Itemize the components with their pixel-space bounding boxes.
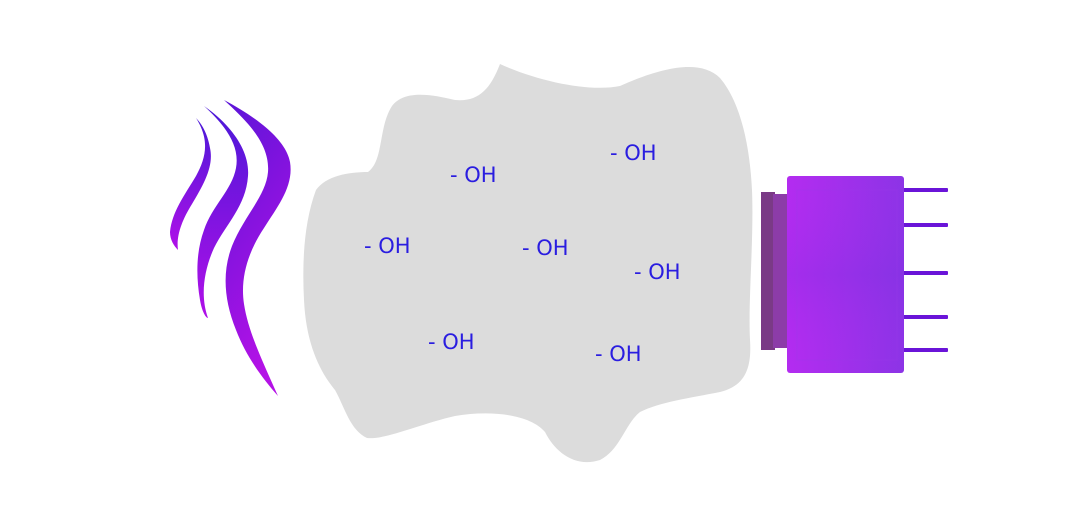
heat-wave-right (224, 100, 291, 396)
oh-label-4: - OH (522, 236, 569, 260)
oh-label-2: - OH (610, 141, 657, 165)
oh-label-7: - OH (595, 342, 642, 366)
material-blob (303, 64, 753, 463)
oh-label-1: - OH (450, 163, 497, 187)
oh-label-6: - OH (428, 330, 475, 354)
heat-wave-left (170, 118, 211, 250)
sensor-plate (761, 192, 775, 350)
heat-wave-middle (197, 106, 249, 318)
oh-label-3: - OH (364, 234, 411, 258)
sensor-pins (900, 188, 948, 352)
sensor-chip-icon (761, 176, 948, 373)
hydroxyl-groups: - OH - OH - OH - OH - OH - OH - OH (364, 141, 681, 366)
oh-label-5: - OH (634, 260, 681, 284)
heat-waves-icon (170, 100, 291, 396)
